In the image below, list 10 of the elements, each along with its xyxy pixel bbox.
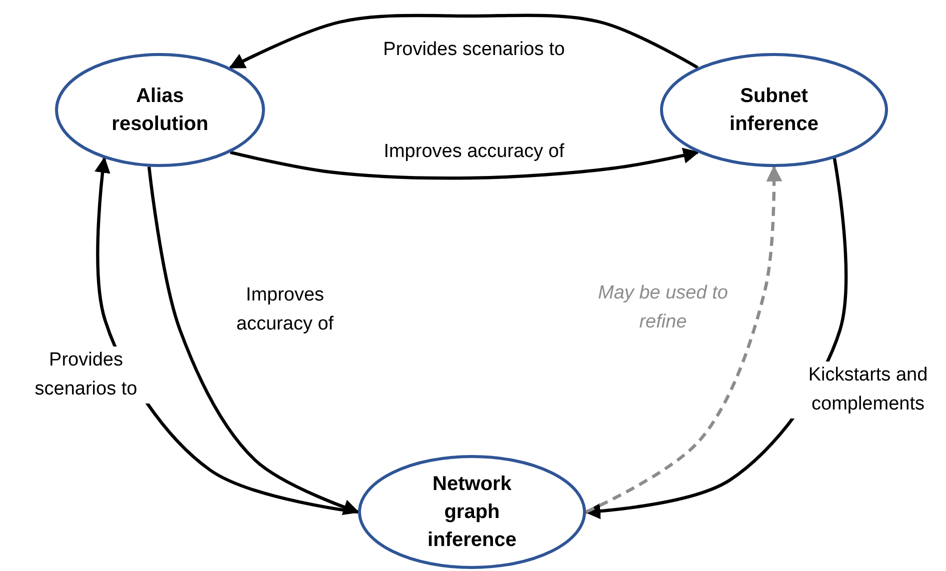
arrow <box>585 165 782 514</box>
ellipse-node <box>660 53 888 167</box>
arrow <box>230 148 700 180</box>
ellipse-node <box>55 53 265 167</box>
arrow <box>147 166 360 515</box>
node-label: Network graph inference <box>426 472 518 553</box>
node-label: Subnet inference <box>728 84 820 137</box>
ellipse-node <box>358 455 586 569</box>
arrow <box>228 14 699 70</box>
node-label: Alias resolution <box>110 84 210 137</box>
